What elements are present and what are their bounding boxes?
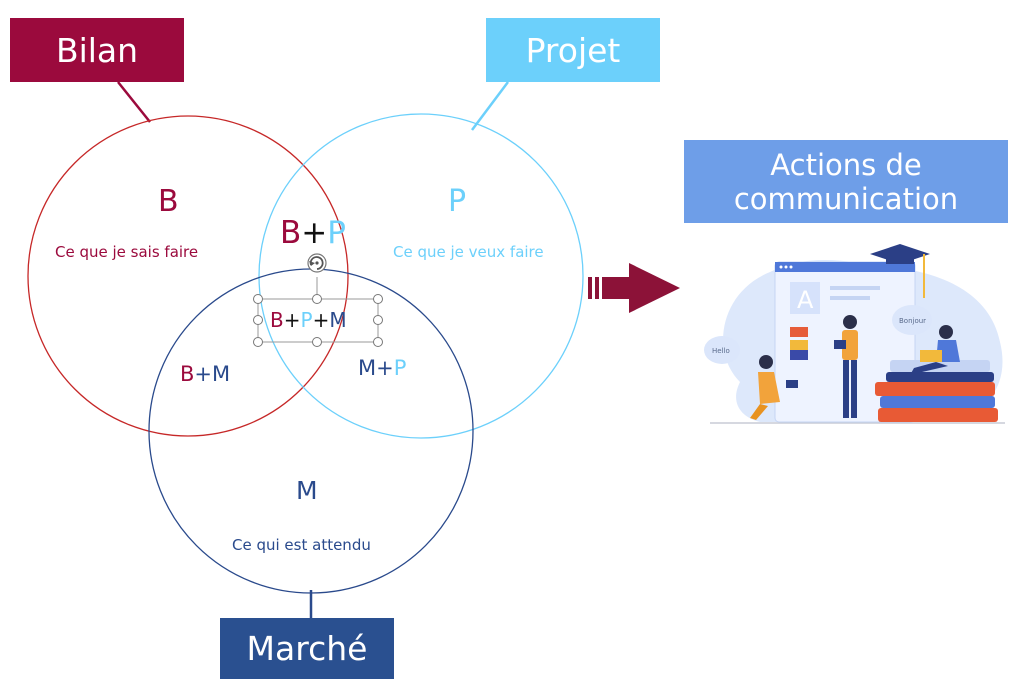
m-part: M (358, 356, 377, 380)
resize-handle (253, 337, 263, 347)
plus: + (194, 362, 213, 386)
plus: + (376, 356, 394, 380)
resize-handle (373, 315, 383, 325)
intersection-bpm[interactable]: B+P+M (270, 308, 347, 332)
plus: + (283, 308, 301, 332)
m-part: M (329, 308, 347, 332)
p-part: P (393, 356, 407, 380)
actions-line-2: communication (733, 181, 959, 216)
bubble-right: Bonjour (899, 317, 926, 325)
marche-letter: M (296, 476, 318, 505)
projet-caption: Ce que je veux faire (393, 243, 544, 261)
circle-bilan (27, 115, 349, 437)
bilan-caption: Ce que je sais faire (55, 243, 199, 261)
m-part: M (212, 362, 231, 386)
circle-projet (258, 113, 584, 439)
p-part: P (327, 215, 346, 251)
actions-line-1: Actions de (770, 147, 922, 182)
resize-handle (312, 294, 322, 304)
b-part: B (270, 308, 284, 332)
bubble-left: Hello (712, 347, 730, 355)
projet-letter: P (448, 184, 467, 219)
resize-handle (373, 294, 383, 304)
resize-handle (253, 315, 263, 325)
plus: + (301, 215, 328, 251)
bilan-letter: B (158, 184, 179, 219)
selection-frame[interactable] (253, 277, 383, 347)
intersection-mp: M+P (358, 356, 406, 380)
plus: + (312, 308, 330, 332)
students-illustration: A Hello Bonjour (704, 244, 1005, 424)
actions-title-box: Actions de communication (684, 140, 1008, 223)
projet-label: Projet (486, 18, 660, 82)
marche-caption: Ce qui est attendu (232, 536, 371, 554)
marche-label: Marché (220, 618, 394, 679)
rotate-handle-icon[interactable] (307, 253, 327, 273)
resize-handle (373, 337, 383, 347)
illustration-letter: A (797, 286, 814, 314)
right-arrow-icon (588, 263, 680, 313)
b-part: B (180, 362, 195, 386)
projet-connector (471, 81, 509, 131)
intersection-bp: B+P (280, 215, 346, 251)
intersection-bm: B+M (180, 362, 230, 386)
p-part: P (300, 308, 313, 332)
resize-handle (253, 294, 263, 304)
b-part: B (280, 215, 302, 251)
bilan-label: Bilan (10, 18, 184, 82)
resize-handle (312, 337, 322, 347)
bilan-connector (117, 81, 151, 123)
